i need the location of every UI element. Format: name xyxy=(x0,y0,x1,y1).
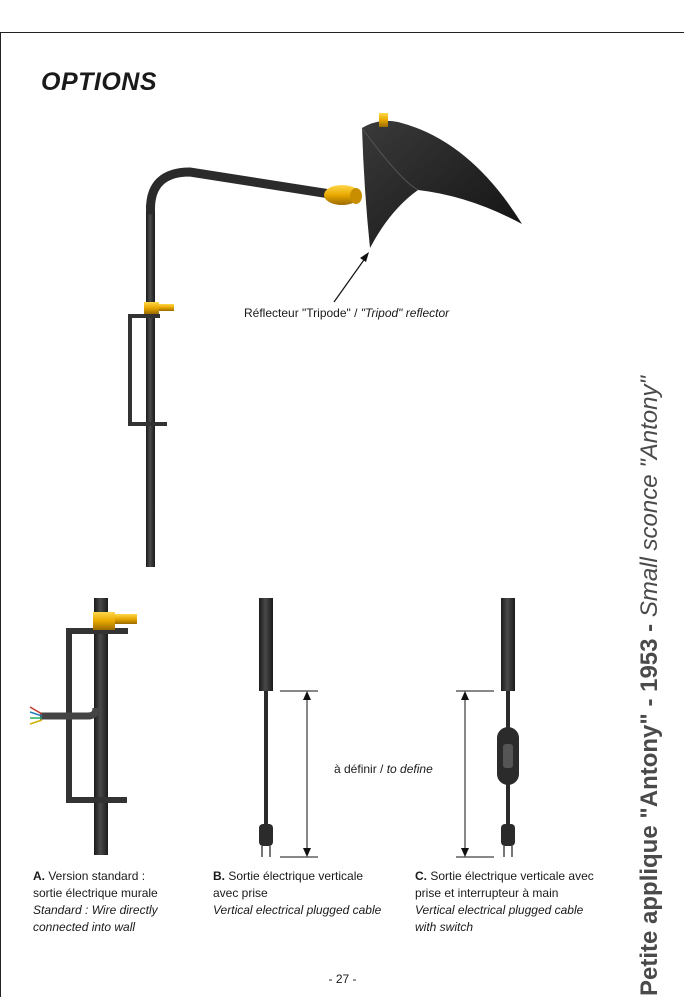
option-en-line1: Vertical electrical plugged cable xyxy=(415,903,584,917)
tripod-reflector-shade xyxy=(362,120,522,248)
option-c-caption: C. Sortie électrique verticale avec pris… xyxy=(415,868,620,936)
page-title: OPTIONS xyxy=(41,68,158,96)
option-letter: B. xyxy=(213,869,225,883)
option-en-line2: with switch xyxy=(415,920,474,934)
option-title-fr: Version standard : xyxy=(48,869,146,883)
option-line2-fr: sortie électrique murale xyxy=(33,886,158,900)
sconce-vertical-rod xyxy=(146,205,155,567)
option-en-line2: connected into wall xyxy=(33,920,136,934)
option-b-caption: B. Sortie électrique verticale avec pris… xyxy=(213,868,403,919)
option-en-line1: Standard : Wire directly xyxy=(33,903,158,917)
option-letter: C. xyxy=(415,869,427,883)
side-title-fr: Petite applique "Antony" - 1953 - xyxy=(636,617,663,996)
option-a-illustration xyxy=(29,598,137,855)
side-title-en: Small sconce "Antony" xyxy=(636,376,663,618)
option-line2-fr: prise et interrupteur à main xyxy=(415,886,559,900)
option-line2-fr: avec prise xyxy=(213,886,268,900)
reflector-label-fr: Réflecteur "Tripode" / xyxy=(244,306,361,320)
main-sconce-illustration xyxy=(128,113,522,567)
option-c-illustration xyxy=(456,598,519,858)
side-title: Petite applique "Antony" - 1953 - Small … xyxy=(636,376,664,996)
reflector-label: Réflecteur "Tripode" / "Tripod" reflecto… xyxy=(244,306,449,320)
reflector-arrow xyxy=(333,256,367,303)
option-en-line1: Vertical electrical plugged cable xyxy=(213,903,382,917)
define-label-fr: à définir / xyxy=(334,762,387,776)
option-title-fr: Sortie électrique verticale avec xyxy=(430,869,594,883)
page-number: - 27 - xyxy=(328,972,357,986)
option-title-fr: Sortie électrique verticale xyxy=(228,869,364,883)
define-label-en: to define xyxy=(386,762,433,776)
brass-clamp xyxy=(144,302,159,314)
plug xyxy=(501,824,515,846)
option-letter: A. xyxy=(33,869,45,883)
define-label: à définir / to define xyxy=(334,762,433,776)
wall-bracket xyxy=(128,314,167,426)
option-b-illustration xyxy=(259,598,318,858)
page-frame xyxy=(0,32,684,997)
sconce-arm xyxy=(145,167,335,215)
reflector-label-en: "Tripod" reflector xyxy=(360,306,450,320)
shade-finial xyxy=(379,113,388,127)
plug xyxy=(259,824,273,846)
option-a-caption: A. Version standard : sortie électrique … xyxy=(33,868,183,936)
